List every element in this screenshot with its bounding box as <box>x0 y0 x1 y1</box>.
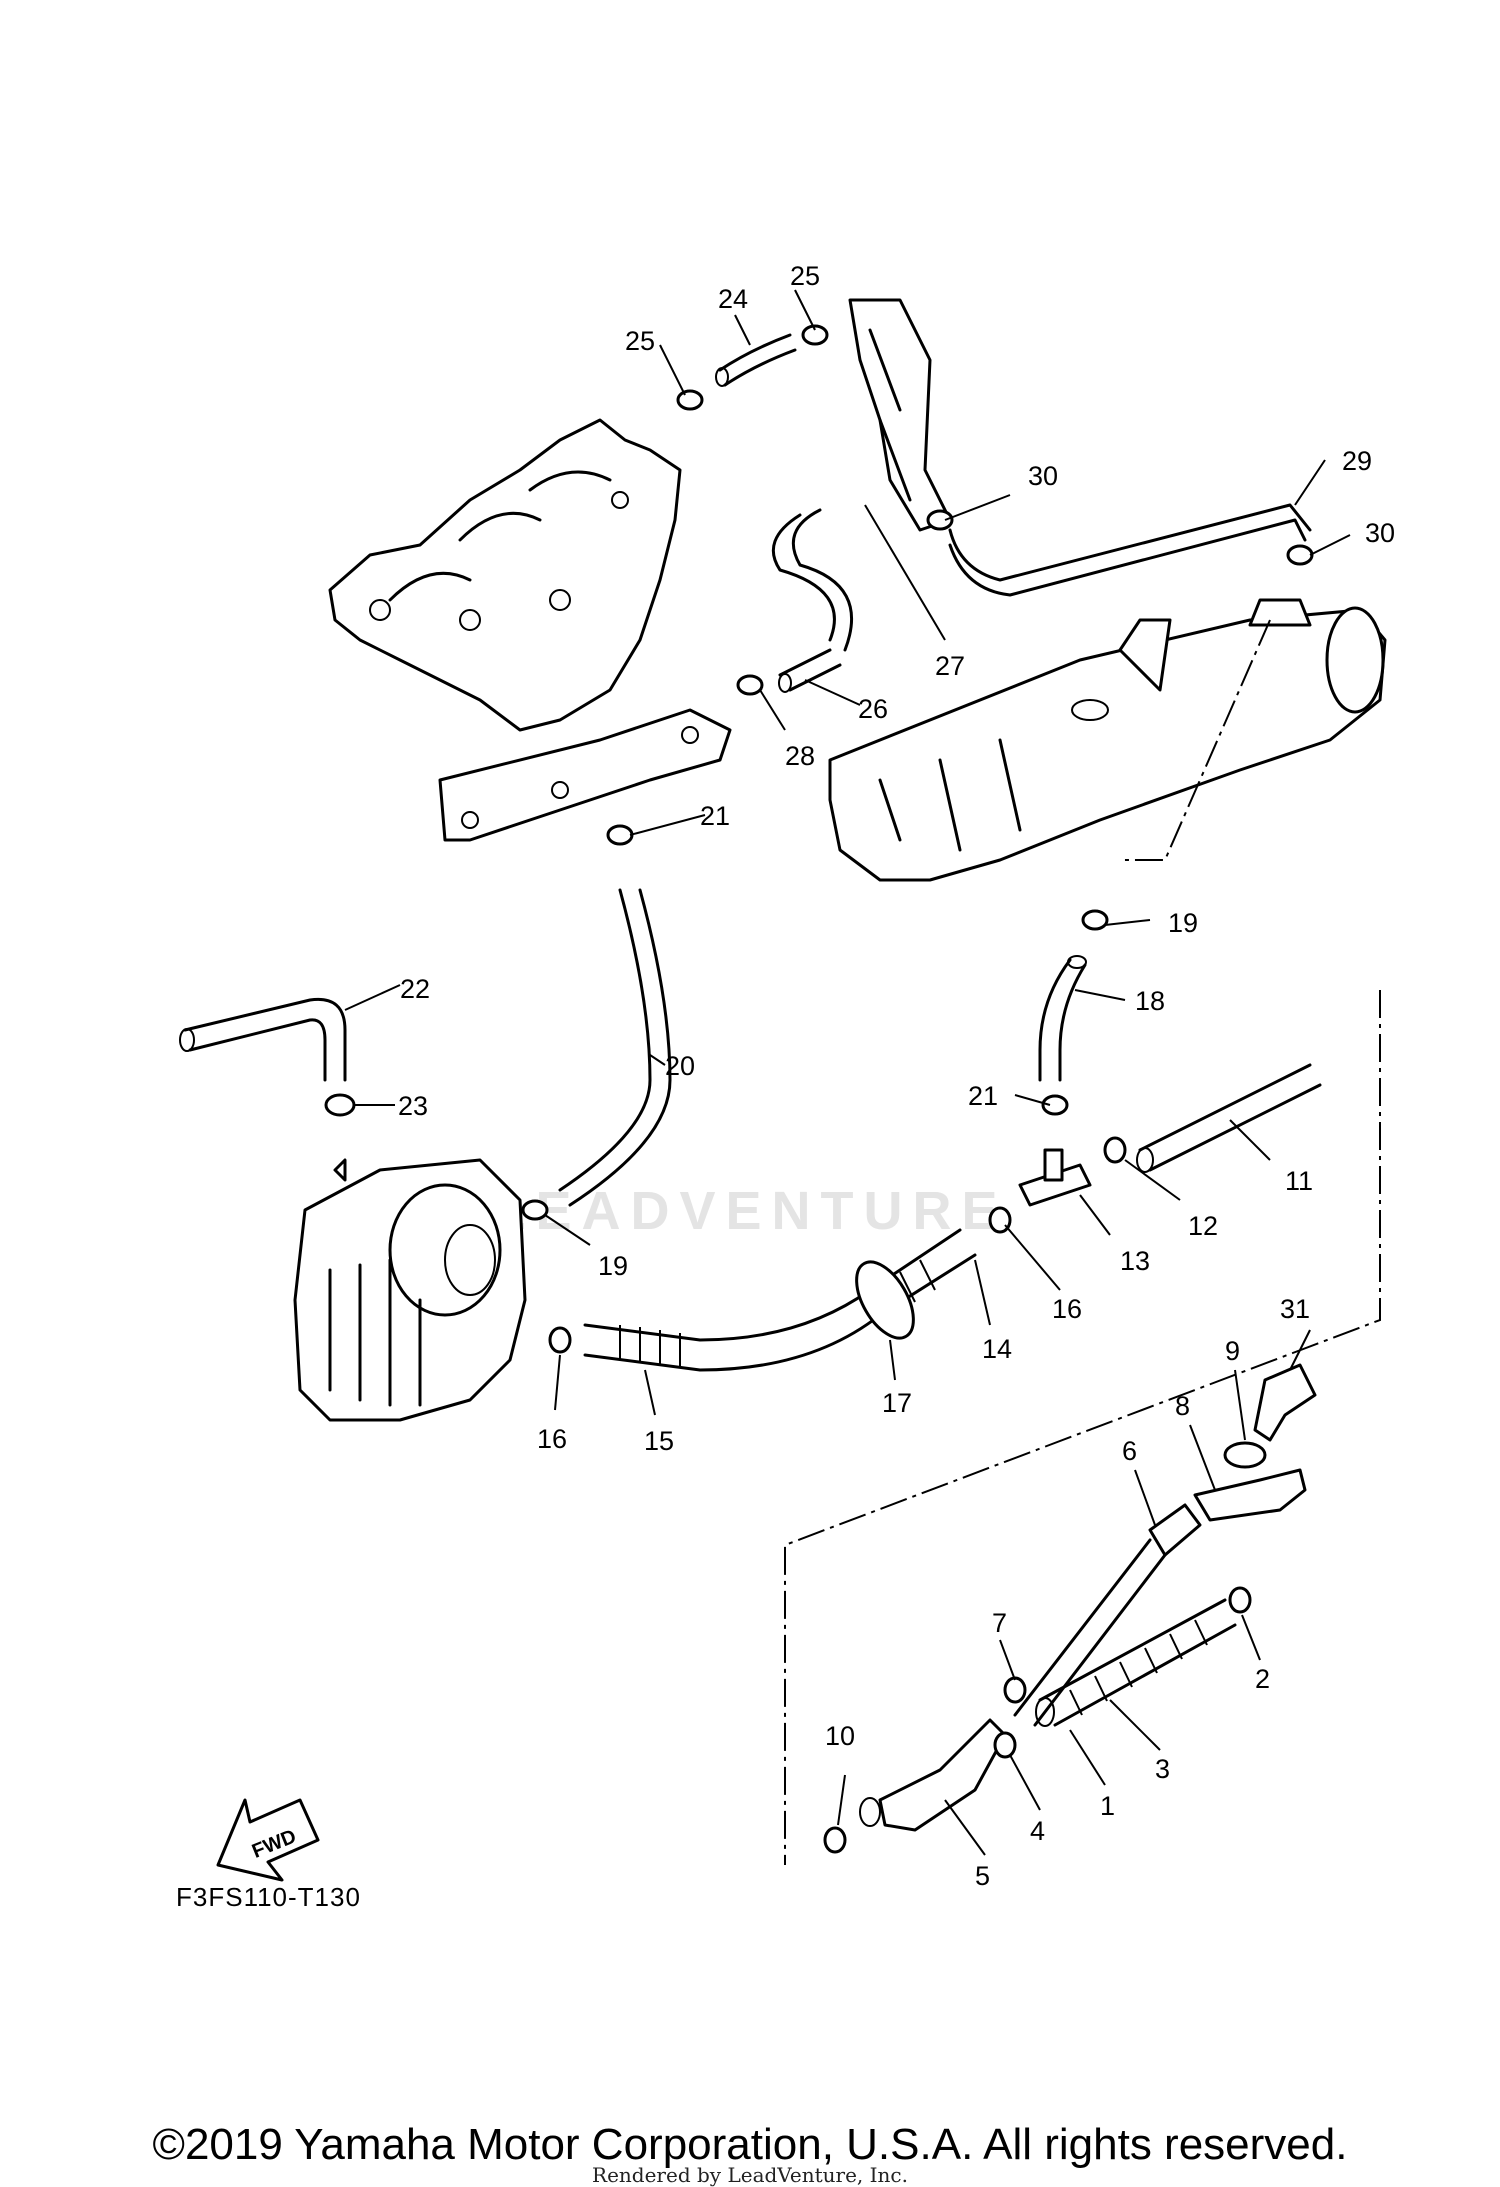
clamp-30-b[interactable] <box>1286 544 1314 566</box>
assembly-outline-right <box>784 990 1381 1865</box>
clamp-10[interactable] <box>823 1826 847 1854</box>
assembly-outline-upper <box>1120 619 1271 861</box>
clamp-4[interactable] <box>993 1731 1017 1759</box>
callout-14: 14 <box>982 1334 1012 1364</box>
clamp-17[interactable] <box>845 1253 925 1348</box>
hose-6[interactable] <box>1013 1503 1202 1727</box>
callout-25: 25 <box>790 261 820 291</box>
exhaust-manifold[interactable] <box>328 418 732 842</box>
callout-1: 1 <box>1100 1791 1115 1821</box>
clamp-12[interactable] <box>1103 1136 1127 1164</box>
clamp-21-a[interactable] <box>606 824 634 846</box>
leadventure-watermark: LEADVENTURE <box>492 1181 1008 1241</box>
callout-29: 29 <box>1342 446 1372 476</box>
callout-17: 17 <box>882 1388 912 1418</box>
clamp-30-a[interactable] <box>926 509 954 531</box>
hose-27[interactable] <box>771 508 854 652</box>
callout-10: 10 <box>825 1721 855 1751</box>
clamp-25-b[interactable] <box>801 324 829 346</box>
clamp-19-a[interactable] <box>1081 909 1109 931</box>
callout-12: 12 <box>1188 1211 1218 1241</box>
grommet-9[interactable] <box>1223 1441 1267 1469</box>
clamp-21-b[interactable] <box>521 1199 549 1221</box>
callout-25: 25 <box>625 326 655 356</box>
callout-4: 4 <box>1030 1816 1045 1846</box>
callout-31: 31 <box>1280 1294 1310 1324</box>
hose-15[interactable] <box>583 1228 977 1372</box>
callout-21: 21 <box>700 801 730 831</box>
callout-30: 30 <box>1028 461 1058 491</box>
callout-5: 5 <box>975 1861 990 1891</box>
callout-7: 7 <box>992 1608 1007 1638</box>
cooling-water-housing[interactable] <box>293 1158 527 1422</box>
joint-5[interactable] <box>859 1718 1007 1832</box>
stay-8[interactable] <box>1193 1468 1307 1522</box>
callout-19: 21 <box>968 1081 998 1111</box>
callout-27: 27 <box>935 651 965 681</box>
hose-26[interactable] <box>778 648 842 693</box>
callout-23: 23 <box>398 1091 428 1121</box>
callout-6: 6 <box>1122 1436 1137 1466</box>
fuel-bracket[interactable] <box>848 298 952 532</box>
callout-30: 30 <box>1365 518 1395 548</box>
callout-18: 18 <box>1135 986 1165 1016</box>
clamp-2[interactable] <box>1228 1586 1252 1614</box>
hose-18[interactable] <box>1038 955 1087 1082</box>
leader-lines <box>344 289 1351 1856</box>
joint-13[interactable] <box>1018 1148 1092 1207</box>
clamp-16-b[interactable] <box>548 1326 572 1354</box>
clamp-28[interactable] <box>736 674 764 696</box>
callout-15: 15 <box>644 1426 674 1456</box>
callout-16: 16 <box>1052 1294 1082 1324</box>
clamp-23[interactable] <box>324 1093 356 1117</box>
fwd-arrow-icon: FWD <box>216 1798 320 1882</box>
callout-9: 9 <box>1225 1336 1240 1366</box>
callout-20: 20 <box>665 1051 695 1081</box>
hose-24[interactable] <box>715 333 797 387</box>
hose-22[interactable] <box>179 997 347 1082</box>
exploded-parts-diagram: 25 24 25 30 29 30 27 26 28 21 22 23 20 1… <box>179 261 1395 1891</box>
callout-8: 8 <box>1175 1391 1190 1421</box>
hose-29[interactable] <box>948 503 1312 597</box>
hose-3[interactable] <box>1035 1598 1237 1727</box>
clamp-19-b[interactable] <box>1041 1094 1069 1116</box>
callout-11: 11 <box>1285 1166 1313 1196</box>
clamp-25-a[interactable] <box>676 389 704 411</box>
hose-20[interactable] <box>558 888 672 1207</box>
callout-28: 28 <box>785 741 815 771</box>
callout-21: 19 <box>598 1251 628 1281</box>
rendered-by-notice: Rendered by LeadVenture, Inc. <box>592 2163 908 2187</box>
diagram-code: F3FS110-T130 <box>176 1882 361 1912</box>
callout-26: 26 <box>858 694 888 724</box>
callout-2: 2 <box>1255 1664 1270 1694</box>
callout-13: 13 <box>1120 1246 1150 1276</box>
callout-24: 24 <box>718 284 748 314</box>
hose-11[interactable] <box>1136 1063 1322 1173</box>
callout-labels: 25 24 25 30 29 30 27 26 28 21 22 23 20 1… <box>398 261 1395 1891</box>
clamp-7[interactable] <box>1003 1676 1027 1704</box>
fitting-31[interactable] <box>1253 1363 1317 1442</box>
exhaust-chamber[interactable] <box>828 598 1387 882</box>
callout-19: 19 <box>1168 908 1198 938</box>
callout-16: 16 <box>537 1424 567 1454</box>
callout-3: 3 <box>1155 1754 1170 1784</box>
callout-22: 22 <box>400 974 430 1004</box>
copyright-notice: ©2019 Yamaha Motor Corporation, U.S.A. A… <box>152 2120 1348 2169</box>
